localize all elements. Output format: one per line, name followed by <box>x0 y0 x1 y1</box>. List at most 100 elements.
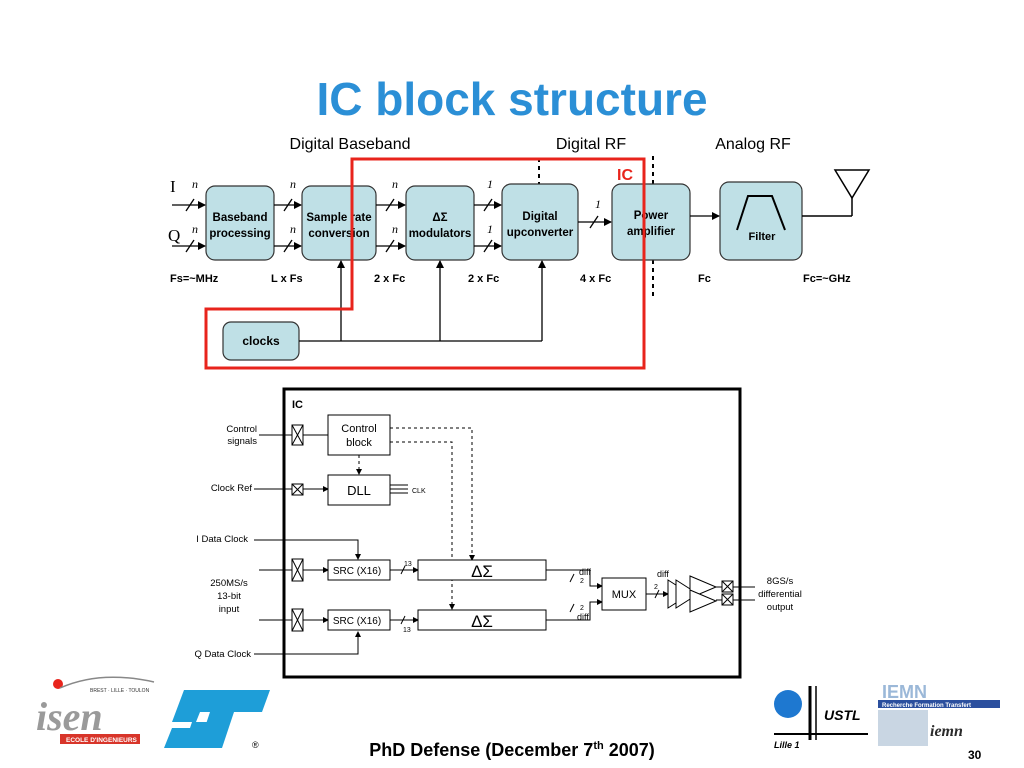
bus-label: n <box>392 177 398 191</box>
top-block-diagram: Digital Baseband Digital RF Analog RF I … <box>168 136 871 370</box>
svg-text:processing: processing <box>209 228 270 240</box>
bus-label: n <box>192 177 198 191</box>
footer-text: PhD Defense (December 7 <box>369 740 594 760</box>
block-control: Control block <box>327 414 391 456</box>
label-clock-ref: Clock Ref <box>211 483 253 494</box>
svg-text:Digital: Digital <box>522 211 557 223</box>
bus-width: 2 <box>654 584 658 591</box>
svg-text:ΔΣ: ΔΣ <box>432 212 447 224</box>
svg-text:Sample rate: Sample rate <box>306 212 371 224</box>
svg-text:output: output <box>767 602 794 613</box>
svg-text:USTL: USTL <box>824 707 861 723</box>
diff-label: diff <box>577 612 589 622</box>
section-digital-baseband: Digital Baseband <box>290 136 411 153</box>
bus-width: 2 <box>580 578 584 585</box>
bus-label: n <box>290 177 296 191</box>
svg-text:®: ® <box>252 740 259 750</box>
ustl-logo: USTL Lille 1 <box>774 686 868 750</box>
svg-text:conversion: conversion <box>308 228 369 240</box>
block-baseband-processing: Baseband processing <box>205 185 275 261</box>
rate-label: Fc=~GHz <box>803 273 851 285</box>
svg-text:differential: differential <box>758 589 802 600</box>
svg-text:DLL: DLL <box>347 483 371 498</box>
block-mux: MUX <box>601 577 647 611</box>
clk-label: CLK <box>412 488 426 495</box>
svg-text:isen: isen <box>36 694 103 739</box>
section-analog-rf: Analog RF <box>715 136 791 153</box>
bus-label: 1 <box>487 177 493 191</box>
block-power-amplifier: Power amplifier <box>611 183 691 261</box>
ic-frame-label: IC <box>292 399 303 411</box>
block-digital-upconverter: Digital upconverter <box>501 183 579 261</box>
bus-label: n <box>290 222 296 236</box>
svg-text:Power: Power <box>634 210 669 222</box>
rate-label: Fs=~MHz <box>170 273 219 285</box>
bottom-ic-diagram: IC Control signals Clock Ref I Data Cloc… <box>195 387 802 679</box>
input-i: I <box>170 177 176 196</box>
block-ds-top: ΔΣ <box>417 559 547 581</box>
svg-text:ΔΣ: ΔΣ <box>471 612 493 631</box>
output-label: 8GS/s <box>767 576 794 587</box>
label-q-data-clock: Q Data Clock <box>195 649 252 660</box>
svg-text:upconverter: upconverter <box>507 227 574 239</box>
svg-text:Recherche Formation Transfert: Recherche Formation Transfert <box>882 703 971 709</box>
svg-text:ECOLE D'INGENIEURS: ECOLE D'INGENIEURS <box>66 737 138 744</box>
bus-width: 13 <box>403 627 411 634</box>
block-dll: DLL <box>327 474 391 506</box>
antenna-icon <box>802 169 871 217</box>
bus-width: 2 <box>580 605 584 612</box>
slide-footer: PhD Defense (December 7th 2007) <box>0 740 1024 761</box>
bus-label: n <box>192 222 198 236</box>
isen-logo: BREST · LILLE · TOULON isen ECOLE D'INGE… <box>36 676 155 744</box>
footer-sup: th <box>593 740 604 752</box>
svg-text:amplifier: amplifier <box>627 226 675 238</box>
block-ds-modulators: ΔΣ modulators <box>405 185 475 261</box>
rate-label: 2 x Fc <box>468 273 499 285</box>
svg-text:block: block <box>346 437 372 449</box>
svg-text:modulators: modulators <box>409 228 472 240</box>
svg-text:Lille 1: Lille 1 <box>774 740 800 750</box>
svg-text:13-bit: 13-bit <box>217 591 241 602</box>
block-src-bottom: SRC (X16) <box>327 609 391 631</box>
st-logo: ® <box>164 690 270 750</box>
svg-text:MUX: MUX <box>612 589 637 601</box>
svg-text:signals: signals <box>227 436 257 447</box>
bus-width: 13 <box>404 561 412 568</box>
svg-text:Control: Control <box>341 423 376 435</box>
diff-label: diff <box>579 567 591 577</box>
diff-label: diff <box>657 569 669 579</box>
svg-text:SRC (X16): SRC (X16) <box>333 616 381 627</box>
block-sample-rate-conversion: Sample rate conversion <box>301 185 377 261</box>
label-control-signals: Control <box>226 424 257 435</box>
page-number: 30 <box>968 748 982 762</box>
svg-text:Baseband: Baseband <box>213 212 268 224</box>
block-filter: Filter <box>719 181 803 261</box>
svg-text:SRC (X16): SRC (X16) <box>333 566 381 577</box>
svg-text:IEMN: IEMN <box>882 682 927 702</box>
svg-text:input: input <box>219 604 240 615</box>
svg-text:Filter: Filter <box>749 231 777 243</box>
block-ds-bottom: ΔΣ <box>417 609 547 631</box>
bus-label: 1 <box>595 197 601 211</box>
section-digital-rf: Digital RF <box>556 136 626 153</box>
bus-label: 1 <box>487 222 493 236</box>
footer-text-end: 2007) <box>603 740 655 760</box>
rate-label: L x Fs <box>271 273 303 285</box>
block-clocks: clocks <box>222 321 300 361</box>
label-i-data-clock: I Data Clock <box>196 534 248 545</box>
svg-text:iemn: iemn <box>930 723 963 740</box>
svg-text:ΔΣ: ΔΣ <box>471 562 493 581</box>
bus-label: n <box>392 222 398 236</box>
label-input: 250MS/s <box>210 578 248 589</box>
svg-text:clocks: clocks <box>242 334 280 348</box>
rate-label: 4 x Fc <box>580 273 611 285</box>
slide-title: IC block structure <box>316 73 708 125</box>
ic-boundary <box>204 157 646 370</box>
output-buffer-icon <box>667 575 718 613</box>
input-q: Q <box>168 226 180 245</box>
block-src-top: SRC (X16) <box>327 559 391 581</box>
svg-text:BREST · LILLE · TOULON: BREST · LILLE · TOULON <box>90 688 150 694</box>
ic-label: IC <box>617 167 633 184</box>
rate-label: Fc <box>698 273 711 285</box>
